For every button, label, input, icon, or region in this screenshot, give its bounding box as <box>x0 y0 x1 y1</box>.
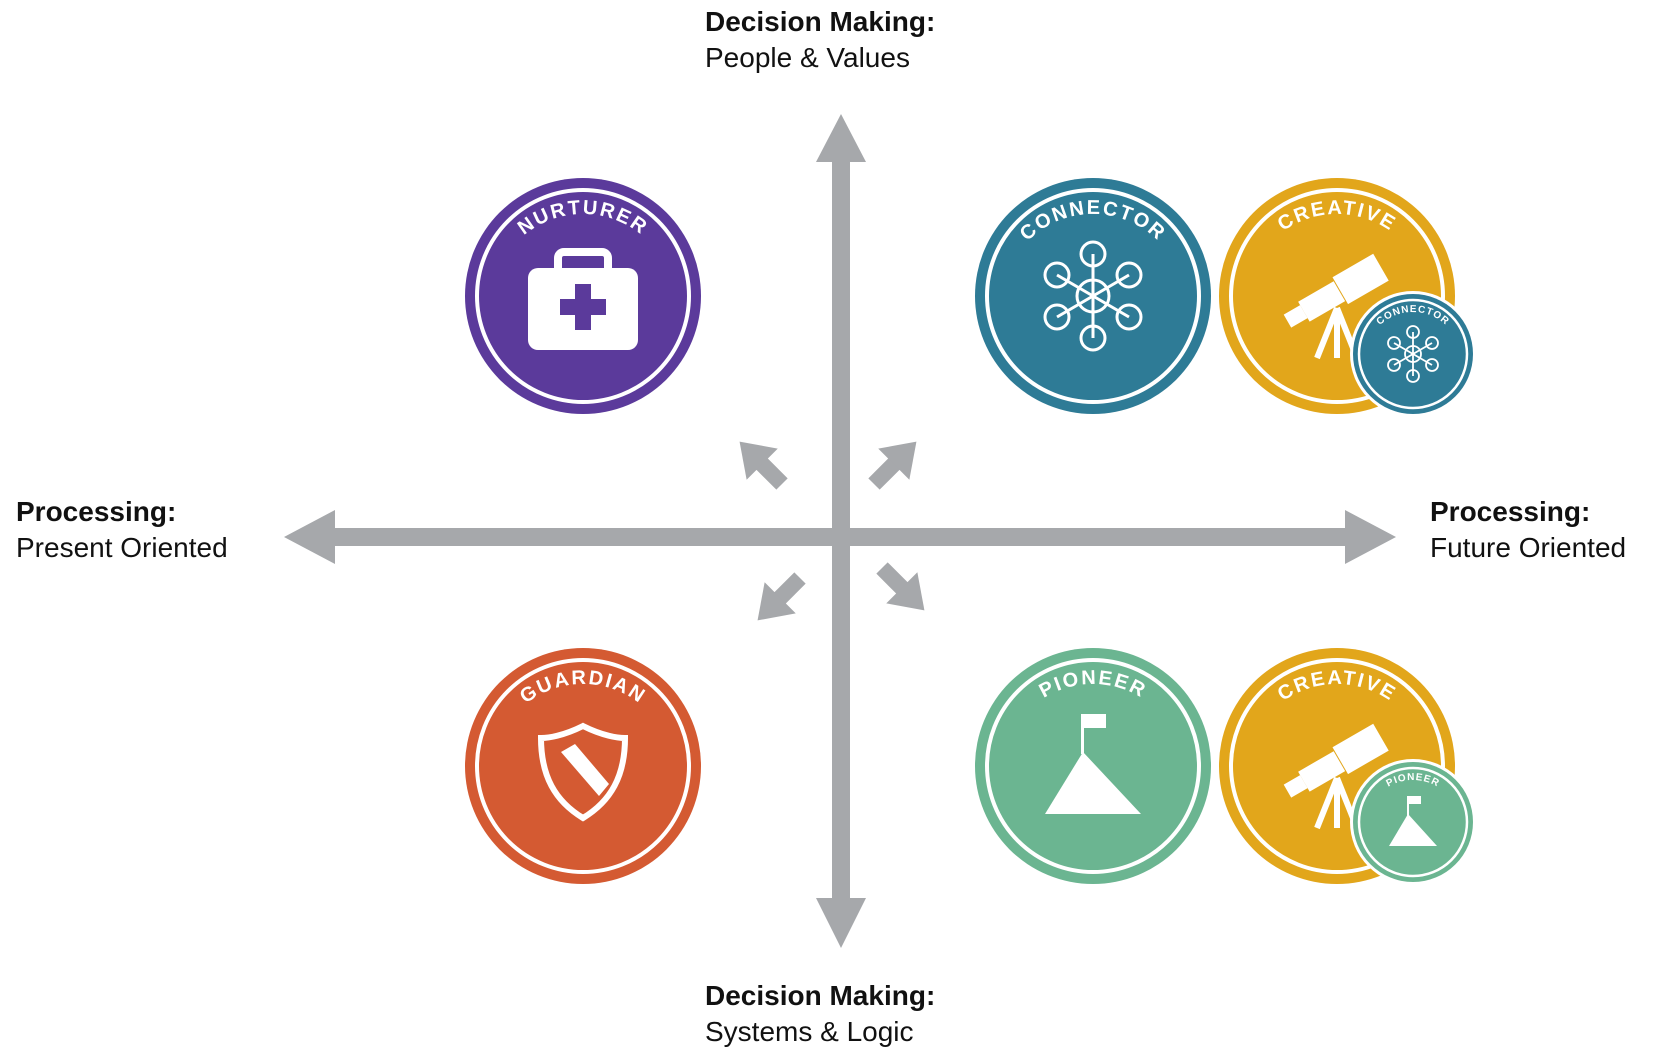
badge-pioneer: PIONEER <box>975 648 1211 884</box>
arrow-up-head <box>816 114 866 162</box>
first-aid-kit-icon <box>528 248 638 350</box>
badge-connector-small: CONNECTOR <box>1350 291 1476 417</box>
arrow-right-head <box>1345 510 1396 564</box>
axis-label-top-heading: Decision Making: <box>705 6 936 37</box>
diag-arrow-upper-left <box>739 441 788 490</box>
arrow-down-head <box>816 898 866 948</box>
axis-label-left: Processing: Present Oriented <box>16 494 228 566</box>
axis-label-bottom: Decision Making: Systems & Logic <box>705 978 935 1050</box>
badge-nurturer: NURTURER <box>465 178 701 414</box>
axis-label-top-sub: People & Values <box>705 42 910 73</box>
axis-label-right: Processing: Future Oriented <box>1430 494 1626 566</box>
badge-connector: CONNECTOR <box>975 178 1211 414</box>
diag-arrow-upper-right <box>868 441 917 490</box>
vertical-axis <box>832 150 850 900</box>
axes-arrows <box>284 114 1396 948</box>
badge-guardian: GUARDIAN <box>465 648 701 884</box>
network-people-icon <box>1387 325 1439 383</box>
network-people-icon <box>1043 240 1143 352</box>
arrow-left-head <box>284 510 335 564</box>
badge-pioneer-small: PIONEER <box>1350 759 1476 885</box>
axis-label-top: Decision Making: People & Values <box>705 4 935 76</box>
axis-label-bottom-sub: Systems & Logic <box>705 1016 914 1047</box>
diag-arrow-lower-right <box>876 562 925 611</box>
axis-label-right-heading: Processing: <box>1430 496 1591 527</box>
axis-label-left-sub: Present Oriented <box>16 532 228 563</box>
diag-arrow-lower-left <box>757 572 806 621</box>
mountain-flag-icon <box>1045 714 1141 814</box>
mountain-flag-icon <box>1389 796 1437 846</box>
axis-label-right-sub: Future Oriented <box>1430 532 1627 563</box>
axis-label-bottom-heading: Decision Making: <box>705 980 936 1011</box>
axis-label-left-heading: Processing: <box>16 496 177 527</box>
horizontal-axis <box>325 528 1355 546</box>
shield-icon <box>537 722 629 822</box>
